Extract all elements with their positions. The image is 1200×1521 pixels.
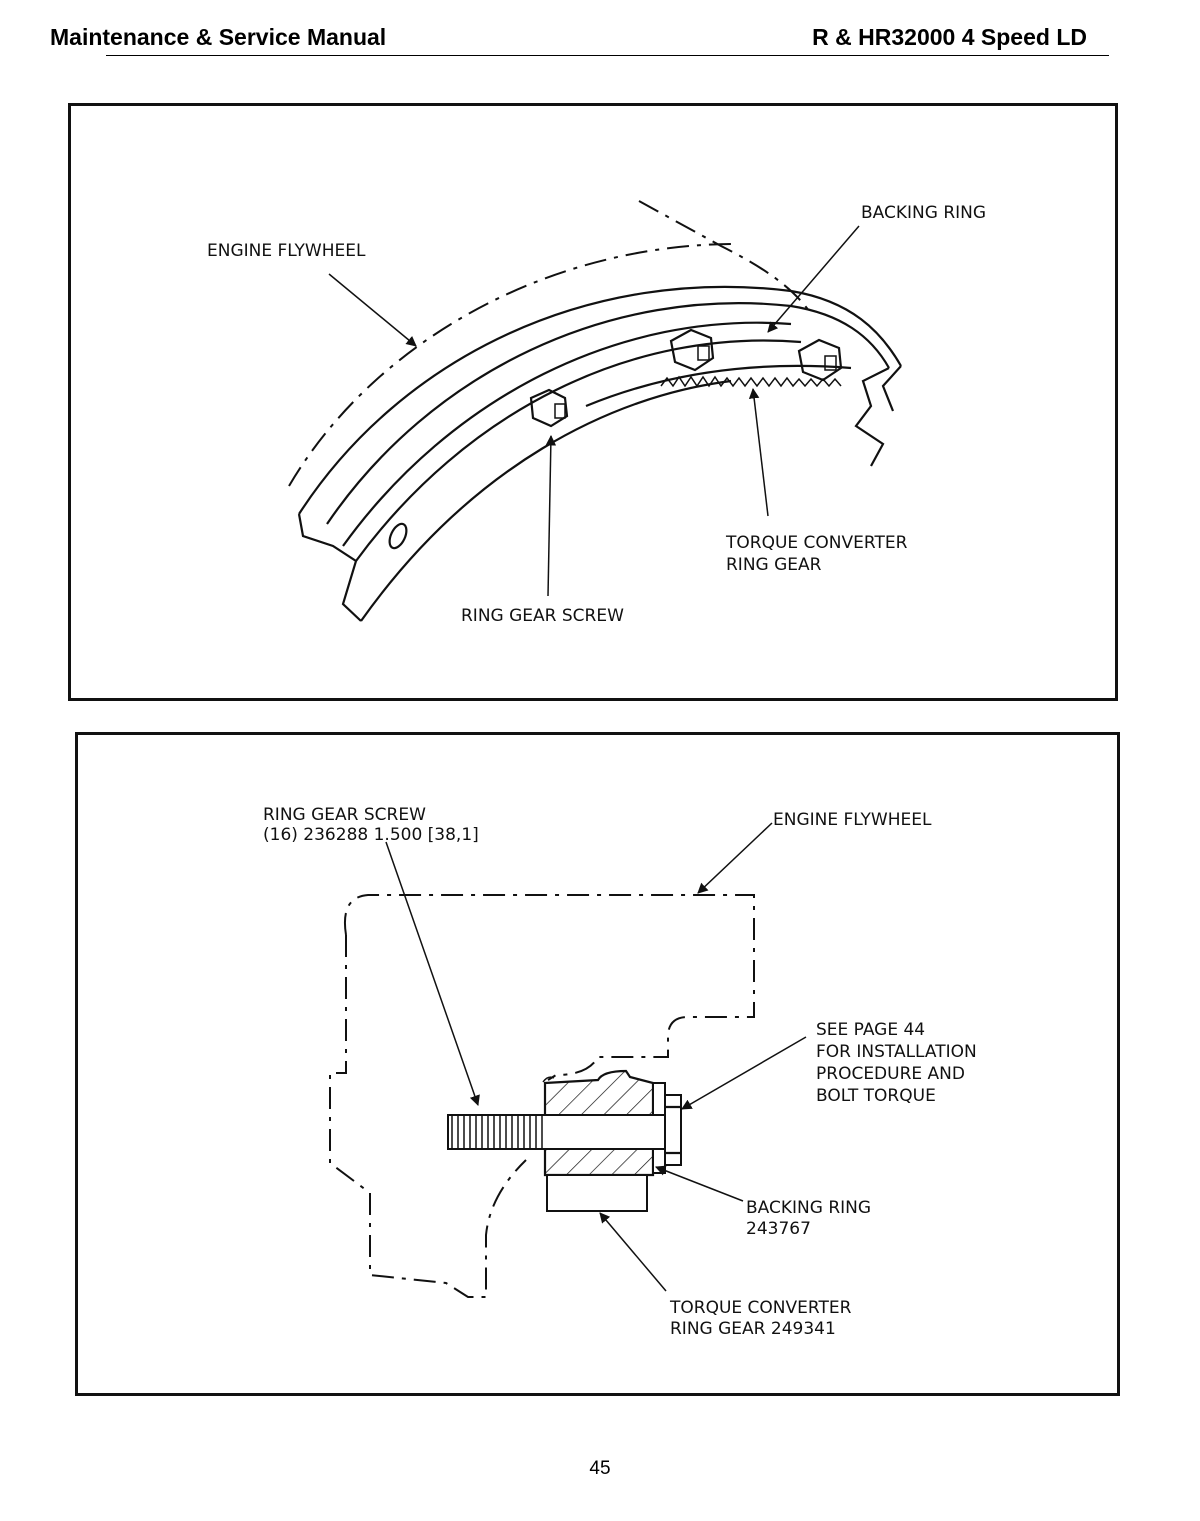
engine-flywheel-leader [328, 273, 417, 347]
ring-gear-screw-leader [545, 434, 557, 597]
model-title: R & HR32000 4 Speed LD [812, 24, 1087, 50]
backing-ring-label-line2: 243767 [746, 1219, 811, 1239]
bolt-torque-leader [681, 1036, 807, 1110]
backing-ring-label: BACKING RING [861, 203, 986, 223]
header-rule [106, 55, 1109, 56]
ring-gear-cross-section-figure: RING GEAR SCREW (16) 236288 1.500 [38,1]… [75, 732, 1120, 1396]
page-number: 45 [589, 1458, 611, 1479]
manual-title: Maintenance & Service Manual [50, 24, 387, 50]
flywheel-section-outline-lower [329, 935, 527, 1298]
engine-flywheel-label: ENGINE FLYWHEEL [207, 241, 366, 261]
flywheel-ring-gear-figure: ENGINE FLYWHEEL BACKING RING TORQUE CONV… [68, 103, 1118, 701]
torque-converter-label-line2: RING GEAR [726, 555, 822, 575]
ring-gear-screw-shank [447, 1114, 666, 1150]
ring-gear-screw-label: RING GEAR SCREW [461, 606, 624, 626]
see-page-label-line3: PROCEDURE AND [816, 1064, 965, 1084]
ring-gear-screw-label-line2: (16) 236288 1.500 [38,1] [263, 825, 479, 845]
ring-gear-screw-hex-2 [669, 328, 715, 372]
torque-converter-ring-gear-section [546, 1174, 648, 1212]
see-page-label-line4: BOLT TORQUE [816, 1086, 936, 1106]
torque-converter-label-line2: RING GEAR 249341 [670, 1319, 836, 1339]
see-page-label-line1: SEE PAGE 44 [816, 1020, 925, 1040]
flywheel-section-outline [344, 894, 755, 1081]
torque-converter-leader [599, 1212, 667, 1292]
torque-converter-label-line1: TORQUE CONVERTER [669, 1298, 852, 1318]
see-page-label-line2: FOR INSTALLATION [816, 1042, 977, 1062]
ring-gear-screw-hex-3 [797, 338, 843, 382]
ring-gear-screw-label-line1: RING GEAR SCREW [263, 805, 426, 825]
torque-converter-leader [748, 387, 769, 517]
flywheel-assembly-drawing: ENGINE FLYWHEEL BACKING RING TORQUE CONV… [207, 200, 986, 626]
ring-gear-screw-leader [385, 841, 480, 1106]
backing-ring-leader [655, 1165, 744, 1202]
flywheel-outline-dashed [288, 243, 732, 487]
backing-ring-label-line1: BACKING RING [746, 1198, 871, 1218]
cross-section-drawing: RING GEAR SCREW (16) 236288 1.500 [38,1]… [263, 805, 977, 1339]
bolt-head [664, 1094, 682, 1166]
engine-flywheel-leader [697, 822, 773, 894]
ring-gear-arc [297, 285, 902, 622]
engine-flywheel-label: ENGINE FLYWHEEL [773, 810, 932, 830]
flywheel-outline-dashed-upper [638, 200, 810, 312]
ring-gear-screw-hex-1 [529, 388, 569, 428]
torque-converter-label-line1: TORQUE CONVERTER [725, 533, 908, 553]
backing-ring-leader [767, 225, 860, 333]
